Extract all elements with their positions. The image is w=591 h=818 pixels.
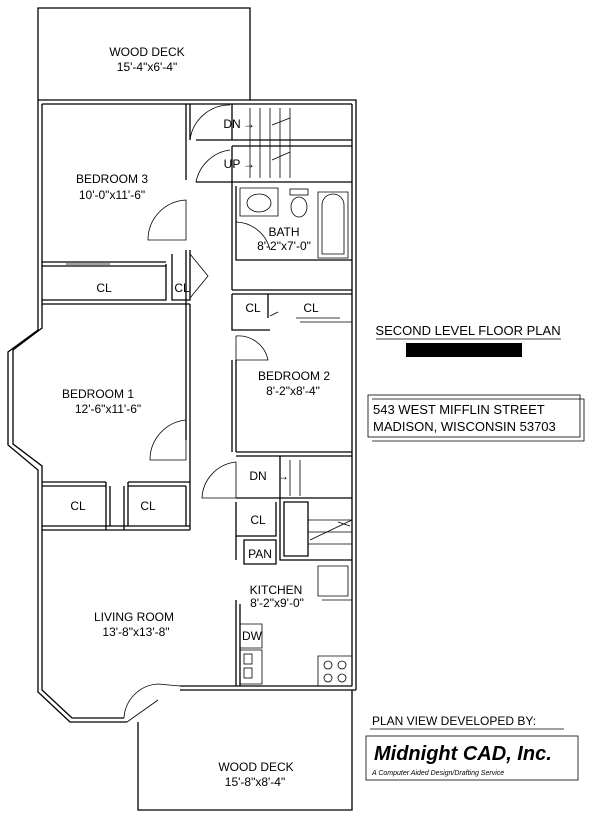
top-stairs: DN → UP → [189,104,352,183]
company-tagline: A Computer Aided Design/Drafting Service [371,770,504,777]
deck-bottom-name: WOOD DECK [218,760,293,774]
bedroom2-name: BEDROOM 2 [258,369,330,383]
closet-label: CL [140,499,156,513]
bedroom-1: BEDROOM 1 12'-6"x11'-6" CL CL [42,304,191,531]
stair-up-arrow: → [243,157,255,171]
living-room: LIVING ROOM 13'-8"x13'-8" [94,610,181,723]
living-size: 13'-8"x13'-8" [102,625,169,639]
closet-label: CL [70,499,86,513]
bedroom1-size: 12'-6"x11'-6" [75,402,141,416]
credit-block: PLAN VIEW DEVELOPED BY: Midnight CAD, In… [365,714,579,781]
outer-walls [7,99,357,723]
address-line2: MADISON, WISCONSIN 53703 [373,419,556,434]
top-wood-deck: WOOD DECK 15'-4"x6'-4" [37,7,251,100]
bath: BATH 8'-2"x7'-0" [231,182,352,290]
closet-label: CL [303,301,319,315]
credit-heading: PLAN VIEW DEVELOPED BY: [372,714,536,728]
bedroom2-size: 8'-2"x8'-4" [266,384,320,398]
bedroom3-name: BEDROOM 3 [76,172,148,186]
kitchen-name: KITCHEN [250,583,303,597]
bedroom3-size: 10'-0"x11'-6" [79,188,145,202]
kitchen: KITCHEN 8'-2"x9'-0" DW [235,565,353,687]
stair-down-arrow: → [243,117,255,131]
stair-up-label: UP [224,157,241,171]
lower-stairs: DN → CL PAN [201,456,353,565]
title-block: SECOND LEVEL FLOOR PLAN 543 WEST MIFFLIN… [367,323,585,442]
stair-down-label: DN [223,117,240,131]
closet-label: CL [245,301,261,315]
bath-size: 8'-2"x7'-0" [257,239,311,253]
title-redaction-bar [406,343,522,357]
bedroom-3: BEDROOM 3 10'-0"x11'-6" CL CL [42,104,209,305]
closet-label: CL [174,281,190,295]
kitchen-size: 8'-2"x9'-0" [250,596,304,610]
stair-down-label: DN [249,469,266,483]
pantry-label: PAN [248,547,272,561]
hall-closets: CL CL [231,289,352,361]
address-box [367,394,581,438]
deck-top-name: WOOD DECK [109,45,184,59]
bath-name: BATH [268,225,299,239]
address-line1: 543 WEST MIFFLIN STREET [373,402,545,417]
bedroom1-name: BEDROOM 1 [62,387,134,401]
bedroom-2: BEDROOM 2 8'-2"x8'-4" [231,360,352,457]
bottom-wood-deck: WOOD DECK 15'-8"x8'-4" [137,690,353,811]
dishwasher-label: DW [242,629,263,643]
deck-top-size: 15'-4"x6'-4" [117,60,177,74]
company-logo: Midnight CAD, Inc. [374,743,552,765]
plan-title: SECOND LEVEL FLOOR PLAN [375,323,560,338]
stair-down-arrow: → [277,469,289,483]
closet-label: CL [96,281,112,295]
credit-box [365,735,579,781]
deck-bottom-size: 15'-8"x8'-4" [225,775,285,789]
closet-label: CL [250,513,266,527]
living-name: LIVING ROOM [94,610,174,624]
